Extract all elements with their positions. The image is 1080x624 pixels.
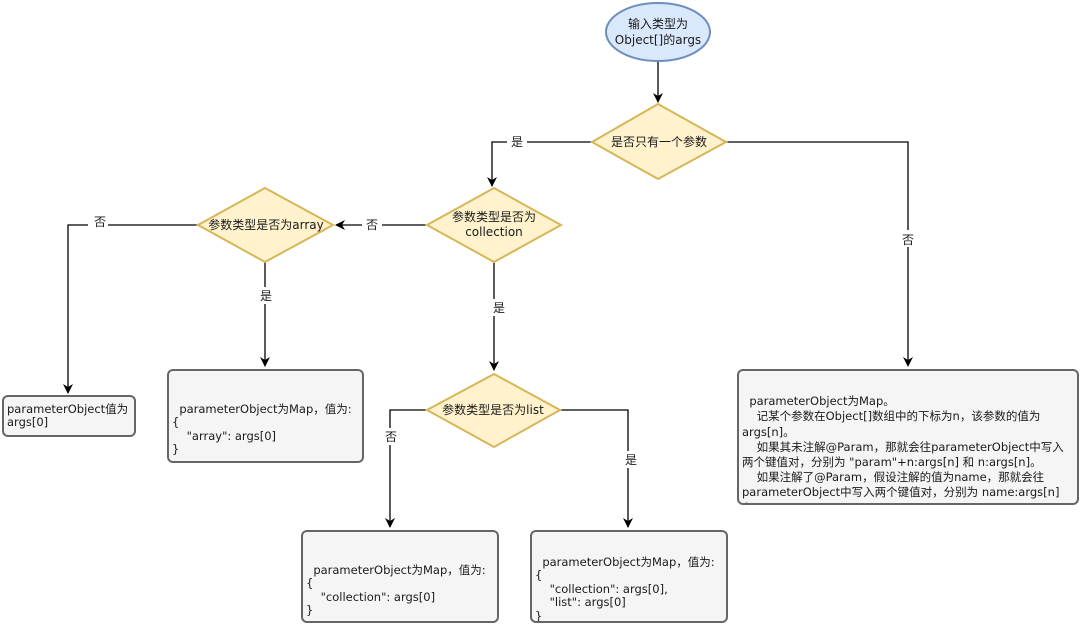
label-list-no: 否 <box>385 430 397 444</box>
decision-list-label: 参数类型是否为list <box>442 402 544 417</box>
result-collection-map-box: parameterObject为Map，值为: { "collection": … <box>301 530 499 623</box>
result-array-map-text: parameterObject为Map，值为: { "array": args[… <box>172 401 352 456</box>
start-node-line-1: 输入类型为 <box>628 16 688 31</box>
label-list-yes: 是 <box>625 453 637 467</box>
edge-single-yes <box>487 141 592 187</box>
decision-array <box>195 186 336 264</box>
result-args0-box: parameterObject值为 args[0] <box>2 395 136 437</box>
label-array-yes: 是 <box>260 289 272 303</box>
result-array-map-box: parameterObject为Map，值为: { "array": args[… <box>167 369 364 463</box>
decision-list <box>424 372 563 449</box>
edge-list-no <box>385 409 426 528</box>
result-collection-map-text: parameterObject为Map，值为: { "collection": … <box>306 562 486 617</box>
label-array-no: 否 <box>94 215 106 229</box>
label-single-yes: 是 <box>511 135 523 149</box>
decision-single-param <box>589 102 729 181</box>
decision-collection-line-2: collection <box>465 225 523 239</box>
label-collection-yes: 是 <box>493 301 505 315</box>
decision-collection <box>424 186 564 264</box>
result-list-map-box: parameterObject为Map，值为: { "collection": … <box>530 530 728 623</box>
edge-array-no <box>63 224 198 394</box>
decision-collection-line-1: 参数类型是否为 <box>452 209 536 224</box>
label-collection-no: 否 <box>366 218 378 232</box>
decision-single-param-label: 是否只有一个参数 <box>611 134 707 149</box>
decision-array-label: 参数类型是否为array <box>208 217 323 232</box>
edge-single-no <box>726 141 913 367</box>
edge-list-yes <box>560 409 633 528</box>
start-node-line-2: Object[]的args <box>615 32 701 47</box>
result-multi-param-box: parameterObject为Map。 记某个参数在Object[]数组中的下… <box>737 369 1079 505</box>
result-multi-param-text: parameterObject为Map。 记某个参数在Object[]数组中的下… <box>742 394 1064 503</box>
label-single-no: 否 <box>902 233 914 247</box>
start-node <box>605 2 711 62</box>
result-list-map-text: parameterObject为Map，值为: { "collection": … <box>535 554 715 623</box>
result-args0-text: parameterObject值为 args[0] <box>7 401 129 429</box>
